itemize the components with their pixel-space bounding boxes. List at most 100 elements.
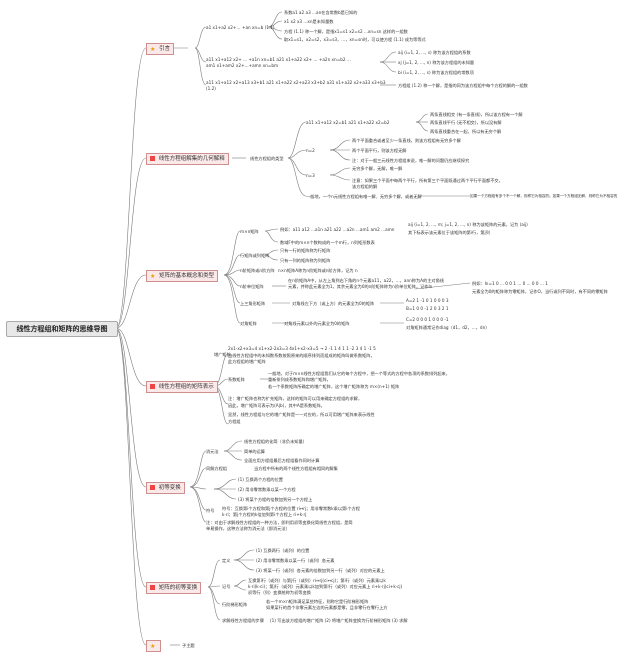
leaf: 简单的运算 (244, 449, 265, 454)
leaf: 取x1=s1，x2=s2，x3=s3，...，xn=sn时，可以使方程 (1.1… (284, 37, 426, 42)
leaf: bi (i=1, 2, ..., s) 称为该方程组的常数项 (398, 70, 474, 75)
leaf: n=2 (306, 148, 315, 153)
leaf: 全面应用方程组最后方程组看作同时计算 (244, 458, 320, 463)
leaf: 方程组 (228, 419, 241, 424)
central-topic[interactable]: 线性方程组和矩阵的思维导图 (6, 321, 118, 337)
leaf: 子主题 (182, 643, 195, 648)
leaf: 系数a1 a2 a3 ...an在含常数b是已知的 (284, 10, 358, 15)
star-icon: ★ (150, 643, 156, 650)
leaf: aij (i=1, 2, ..., m; j=1, 2, ..., n) 称为该… (408, 222, 528, 227)
branch-basics[interactable]: ★ 矩阵的基本概念和类型 (146, 270, 219, 282)
leaf: B=1 0 0 -1 2 0 3 2 1 (406, 306, 449, 311)
leaf: 例如：a11 a12 ...a1n a21 a22 ...a2n ...am1 … (280, 227, 395, 232)
leaf: m×n矩阵 (240, 229, 259, 234)
leaf: n=3 (306, 173, 315, 178)
leaf: k·ri(k·ci)；第j行（或列）元素乘以k加到第i行（或列）对应元素上 ri… (248, 584, 403, 589)
leaf: 线性方程组的化简（非负未知量） (244, 439, 307, 444)
leaf: 注：对于一般三元线性方程组来说，唯一解的问题仍应继续探究 (352, 158, 470, 163)
leaf: 如果一个方程组有多个不一个解，则称它为相容的；如果一个方程组无解，则称它为不相容… (470, 194, 618, 198)
branch-label: 初等变换 (158, 485, 181, 491)
leaf: 无穷多个解，无解，唯一解 (352, 166, 403, 171)
leaf: n阶单位矩阵 (240, 284, 264, 289)
leaf: a11 x1+a12 x2+ ... +a1n xn=b1 a21 x1+a22… (206, 57, 351, 62)
leaf: 方程 (1.1) 称一个解，是指x1=s1 x2=s2 ...xn=sn 这样的… (284, 29, 408, 34)
leaf: 单易操作，这种方法称为消元法（即消元法） (206, 526, 290, 531)
leaf: 方程组 (1.2) 称一个解，是指的同为该方程组中每个方程的解的一组数 (398, 83, 528, 88)
leaf: 求解线性方程组的步骤 (222, 618, 264, 623)
leaf: 2x1-x2+x3=4 x1+x2-2x3=3 4x1+x2-x3=5 → 2 … (228, 346, 376, 351)
leaf: 系数矩阵 (228, 377, 245, 382)
leaf: 元素，并称此元素全为1，其余元素全为0的n阶矩阵称为n阶单位矩阵，记作In (288, 284, 433, 289)
branch-label: 线性方程组解集的几何解释 (158, 156, 225, 162)
leaf: 线性方程组的类型 (250, 156, 284, 161)
leaf: 对角矩阵 (240, 321, 257, 326)
leaf: 重新排列成系数矩阵和增广矩阵， (268, 377, 331, 382)
leaf: 符号：互换第i个方程和第j个方程的位置 ri↔rj；用非零常数k乘以第i个方程 (222, 506, 360, 511)
leaf: 一般地，一个n元线性方程组有唯一解、无穷多个解，或者无解 (306, 194, 422, 199)
leaf: 由线性方程组中的未知数系数按照原来的顺序排列而组成的矩阵叫做系数矩阵， (228, 353, 375, 358)
leaf: 此方程组的增广矩阵 (228, 359, 266, 364)
leaf: 如果某行的首个非零元素左边的元素都是零，且非零行在零行上方 (266, 605, 388, 610)
branch-label: 线性方程组的矩阵表示 (158, 384, 214, 390)
leaf: (3) 将某个方程的倍数加到另一个方程上 (238, 497, 313, 502)
branch-matrix-repr[interactable]: 线性方程组的矩阵表示 (146, 381, 218, 393)
leaf: A=2 1 -1 0 1 0 0 0 3 (406, 298, 449, 303)
leaf: 只有一列的矩阵称为列矩阵 (280, 258, 331, 263)
leaf: (1) 互换两个方程的位置 (238, 477, 283, 482)
leaf: 两条直线平行 (无不相交)，所以没有解 (430, 120, 502, 125)
leaf: 定义 (222, 558, 231, 563)
branch-matrix-elementary[interactable]: 矩阵的初等变换 (146, 582, 202, 594)
branch-elementary[interactable]: 初等变换 (146, 482, 185, 494)
leaf: 初等行（列）变换统称为初等变换 (248, 590, 311, 595)
flag-icon (150, 585, 155, 590)
leaf: 元素全为0的矩阵称为零矩阵，记作O，当行或列不同时，有不同的零矩阵 (472, 289, 608, 294)
leaf: 数域F中的m×n个数构成的一个m行，n列矩形数表 (280, 240, 375, 245)
leaf: C=2 0 0 0 1 0 0 0 -1 (406, 317, 449, 322)
star-icon: ★ (150, 273, 156, 280)
leaf: 只有一行的矩阵称为行矩阵 (280, 248, 331, 253)
leaf: aij (i=1, 2, ..., s) 称为该方程组的系数 (398, 50, 471, 55)
leaf: n×n矩阵A称为n阶矩阵或n阶方阵，记为 n (278, 268, 358, 273)
leaf: am1 x1+am2 x2+...+amn xn=bm (206, 63, 279, 68)
leaf: 两个平面重合或者至少一条直线，则该方程组有无穷多个解 (352, 138, 461, 143)
leaf: (1) 写出该方程组的增广矩阵 (2) 将增广矩阵变换为行阶梯形矩阵 (3) 求… (270, 618, 408, 623)
leaf: 对角线左下方（或上方）的元素全为0的矩阵 (292, 301, 375, 306)
leaf: 注：增广矩阵也称为扩充矩阵，这样的矩阵可以用来确定方程组的求解， (228, 396, 363, 401)
leaf: x1 x2 x3 ...xn是未知量数 (284, 19, 334, 24)
leaf: 例如：In=1 0 ... 0 0 1 ... 0 ... 0 0 ... 1 (472, 281, 548, 286)
leaf: 两条直线相交 (有一条直线)，所以该方程有一个解 (430, 112, 523, 117)
leaf: 注：对由于求解线性方程组的一种方法，即利用初等变换化简线性方程组，是简 (206, 520, 353, 525)
branch-geometry[interactable]: 线性方程组解集的几何解释 (146, 153, 229, 165)
leaf: 显然，线性方程组与它的增广矩阵是一一对应的，所以可用增广矩阵来表示线性 (228, 412, 375, 417)
branch-label: 引言 (159, 46, 171, 52)
leaf: 行阶梯形矩阵 (222, 602, 248, 607)
leaf: 若一个系数矩阵所确定的增广矩阵，这个增广矩阵称为 m×(n+1) 矩阵 (268, 384, 400, 389)
leaf: k·ri；第j个方程的k倍加到第i个方程上 ri+k·rj (222, 512, 307, 517)
leaf: 因此，增广矩阵可表示为(A|b)，其中A是系数矩阵。 (228, 403, 325, 408)
leaf: 两个平面平行，则该方程无解 (352, 148, 407, 153)
leaf: 若一个m×n矩阵满足某些特征，则称它是行阶梯形矩阵 (266, 599, 369, 604)
leaf: n阶矩阵或n阶方阵 (240, 268, 275, 273)
leaf: 上三角形矩阵 (240, 301, 266, 306)
leaf: 在n阶矩阵A中，从左上角到右下角的n个元素a11，a22，...，ann称为A的… (288, 278, 444, 283)
leaf: 增广矩阵 (214, 352, 231, 357)
leaf: 该方程组的解 (352, 184, 378, 189)
leaf: 行矩阵或列矩阵 (240, 253, 270, 258)
leaf: (1) 互换两行（或列）的位置 (256, 548, 310, 553)
leaf: 一般地，对于m×n线性方程组我们从它的每个方程中，把一个等式的方程中各项的系数排… (268, 371, 450, 376)
leaf: 互换第i行（或列）与第j行（或列）ri↔rj(ci↔cj)；第i行（或列）元素乘… (248, 578, 386, 583)
leaf: 对角矩阵通常记作diag（d1，d2，...，dn） (406, 325, 490, 330)
flag-icon (150, 485, 155, 490)
leaf: 当方程中所有的两个线性方程组有相同的解集 (254, 466, 338, 471)
leaf: 注意：如果三个平面中每两个平行，所有第三个平面既通过两个平行平面都不交， (352, 178, 503, 183)
branch-empty[interactable]: ★ (146, 640, 162, 652)
leaf: (3) 将某一行（或列）各元素的倍数加到另一行（或列）对应的元素上 (256, 568, 385, 573)
leaf: 同解方程组 (206, 466, 227, 471)
leaf: xj (j=1, 2, ..., n) 称为该方程组的未知量 (398, 60, 475, 65)
leaf: 记号 (222, 584, 231, 589)
flag-icon (150, 384, 155, 389)
star-icon: ★ (150, 46, 156, 53)
branch-intro[interactable]: ★ 引言 (146, 43, 175, 55)
leaf: a1 x1+a2 x2+… +an xn=b (1.1) (206, 25, 275, 30)
leaf: a11 x1+a12 x2=b1 a21 x1+a22 x2=b2 (306, 120, 390, 125)
